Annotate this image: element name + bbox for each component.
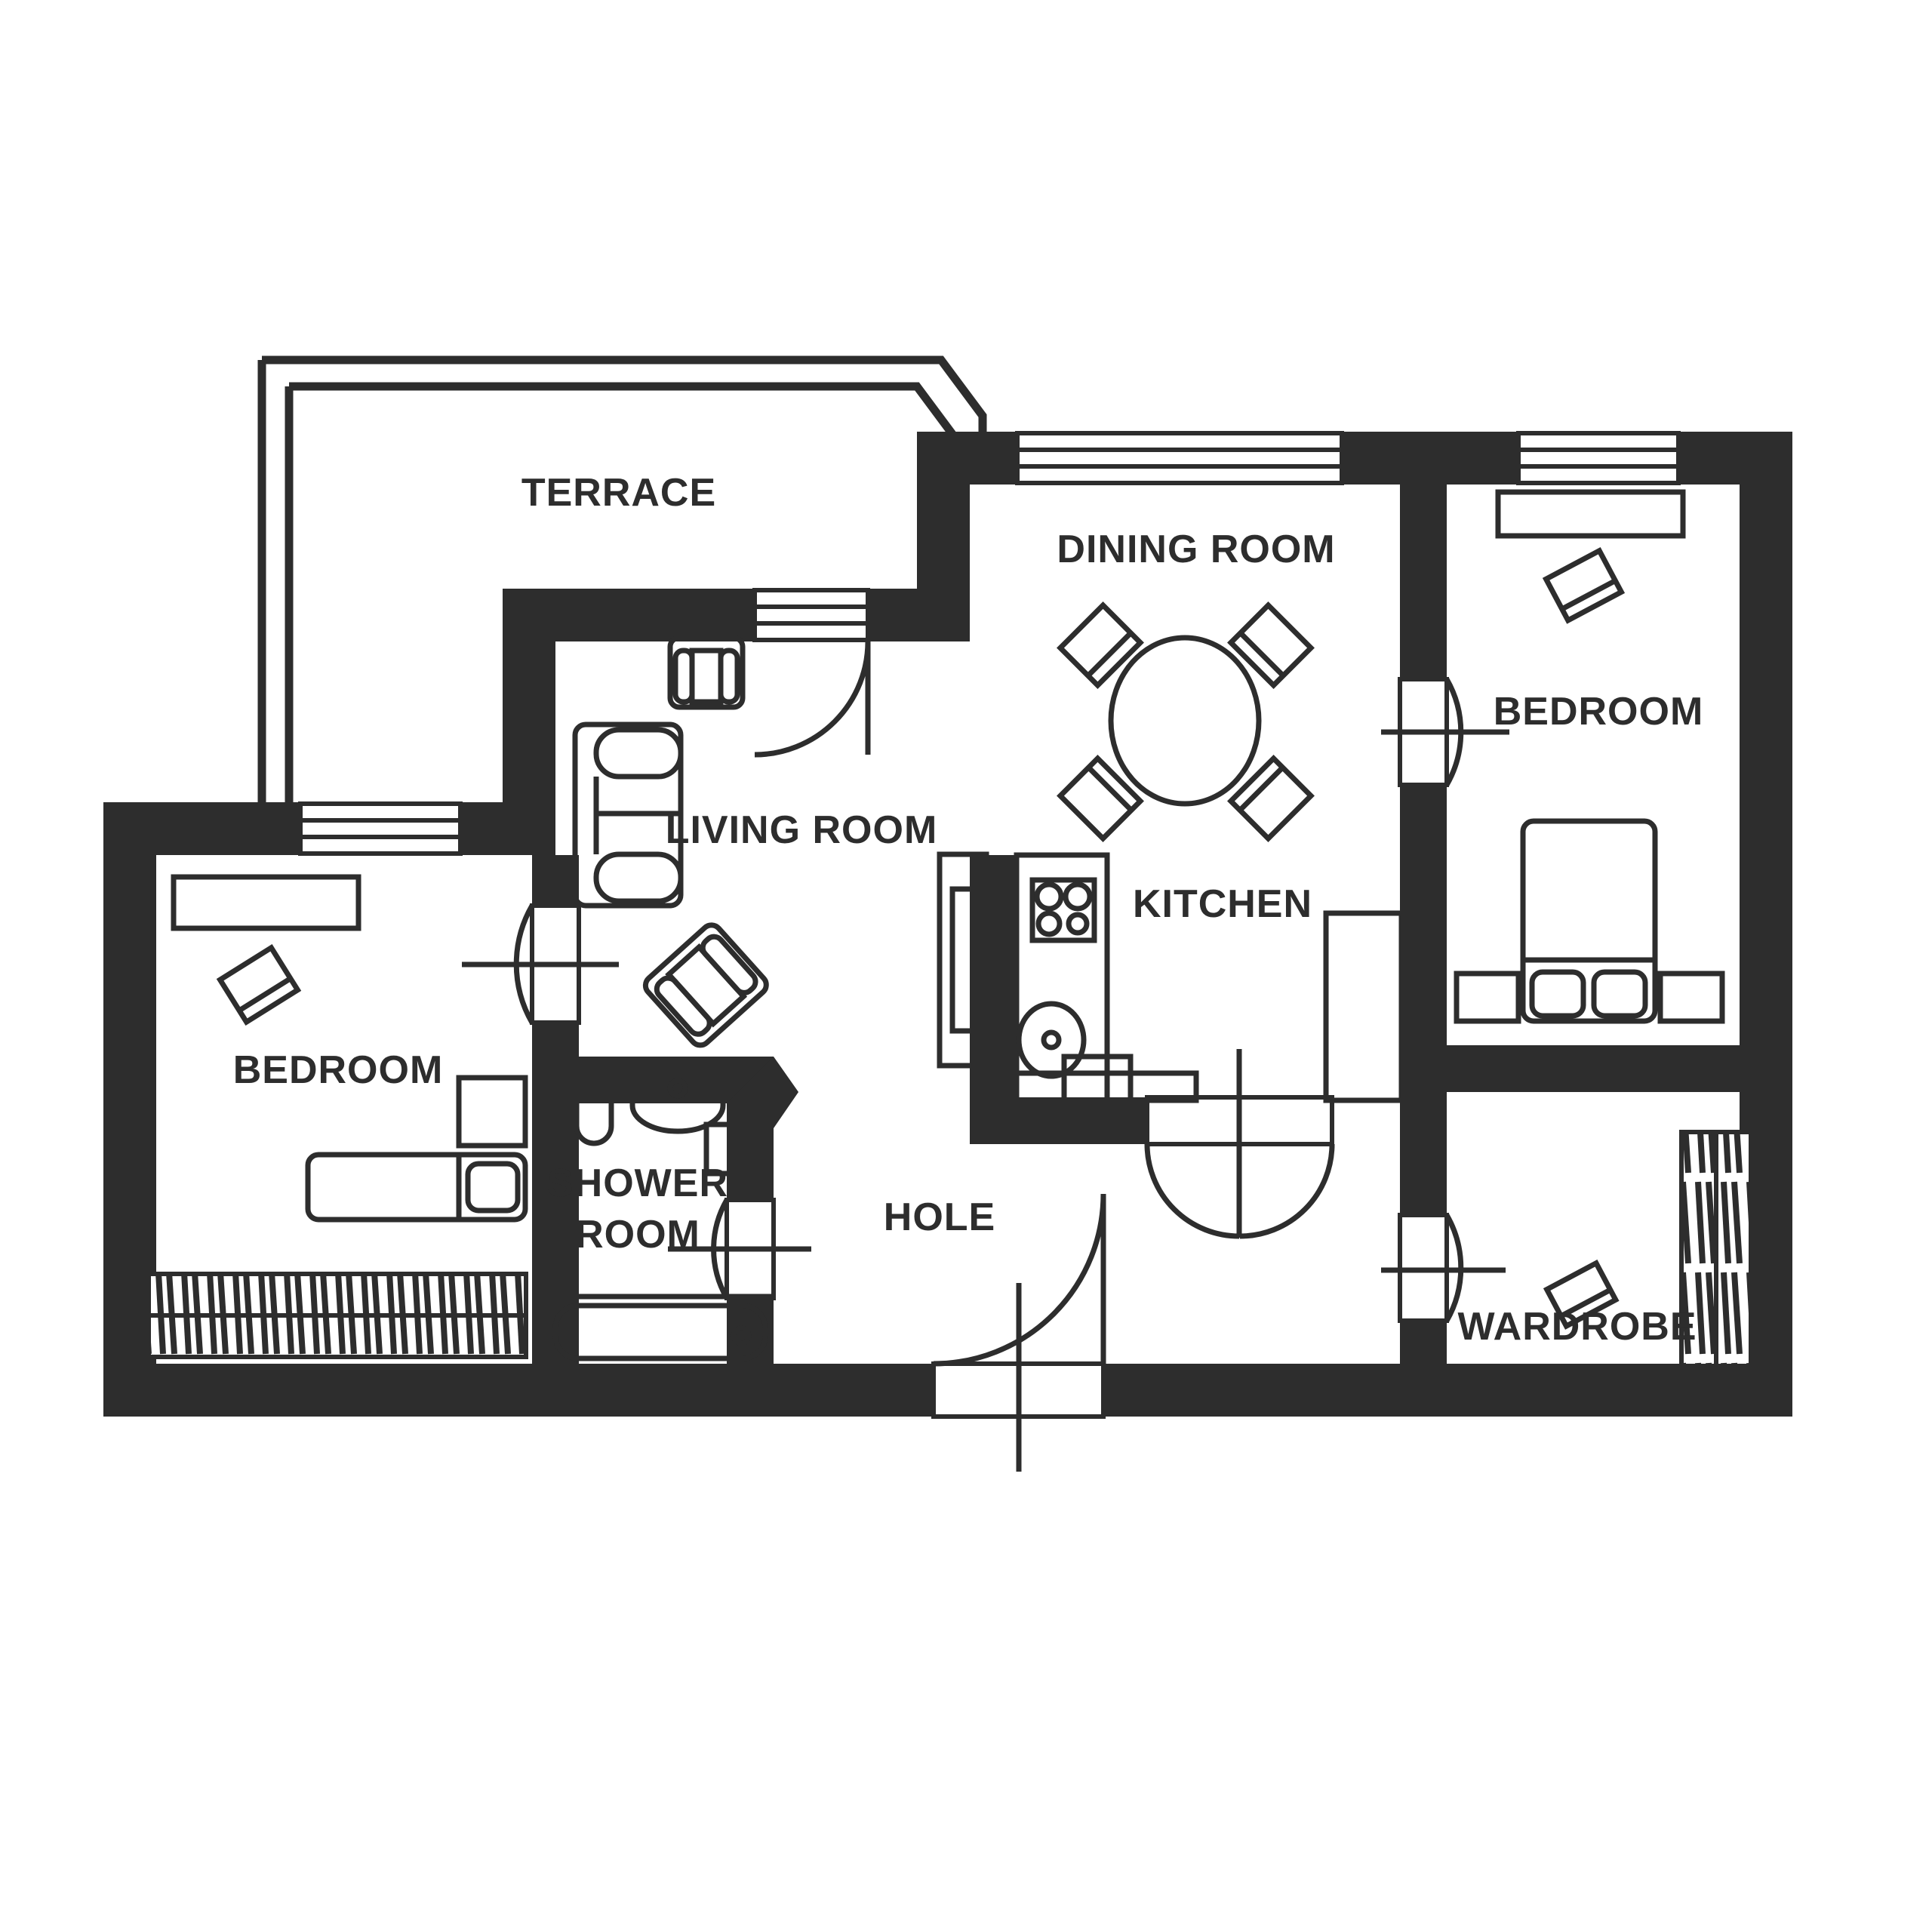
sofa [572,721,684,909]
dining-chair-top-right [1227,601,1315,689]
bedroom-left-wall-shelf [171,874,361,931]
shower-room-cabinet [703,1121,774,1177]
bedroom-left-nightstand [456,1075,528,1149]
door-kitchen-double [1144,1049,1335,1239]
room-label-hole: HOLE [884,1195,995,1239]
room-label-wardrobe: WARDROBE [1457,1305,1697,1349]
door-living-room-to-hall [462,903,619,1025]
window-bedroom-right [1516,431,1681,485]
door-shower-room [668,1198,811,1300]
wardrobe-hanging-rail [1679,1130,1753,1368]
room-label-living-room: LIVING ROOM [666,808,938,852]
bedroom-right-rotated-chair-top [1542,546,1626,624]
dining-chair-bottom-left [1057,755,1144,842]
bedroom-left-closet-rail [146,1272,528,1359]
window-terrace-door [752,588,871,758]
round-dining-table [1108,635,1262,807]
refrigerator [1323,910,1404,1103]
tall-cabinet [937,851,989,1069]
bedroom-left-rotated-chair [216,943,302,1026]
washbasin [629,1075,726,1134]
door-entrance [931,1193,1106,1472]
room-label-terrace: TERRACE [521,471,716,515]
armchair-rotated [642,922,769,1048]
dining-chair-bottom-right [1227,755,1315,842]
bedroom-right-nightstand-left [1454,971,1521,1024]
bedroom-left-single-bed [305,1152,528,1223]
window-dining-room [1015,431,1344,485]
bedroom-right-rotated-chair [1543,1260,1620,1330]
kitchen-sink [1016,1001,1087,1079]
door-bedroom-right [1381,677,1509,787]
room-label-bedroom-left: BEDROOM [233,1048,444,1092]
toilet [568,1075,620,1146]
room-label-kitchen: KITCHEN [1133,882,1312,926]
bedroom-right-wall-shelf [1495,489,1686,539]
dining-chair-top-left [1057,601,1144,689]
bedroom-right-nightstand-right [1657,971,1725,1024]
armchair-top [667,635,746,710]
bathtub [549,1294,772,1361]
room-label-shower-room-line1: SHOWER [547,1161,728,1205]
bedroom-right-double-bed [1520,818,1658,1024]
room-label-dining-room: DINING ROOM [1057,528,1335,571]
window-bedroom-left [298,801,463,856]
room-label-bedroom-right: BEDROOM [1494,690,1704,734]
stove-four-burner [1029,877,1097,943]
terrace-outline [257,355,987,802]
room-label-shower-room-line2: ROOM [575,1213,700,1257]
door-wardrobe [1381,1213,1506,1323]
kitchen-base-cabinet [1061,1054,1134,1103]
